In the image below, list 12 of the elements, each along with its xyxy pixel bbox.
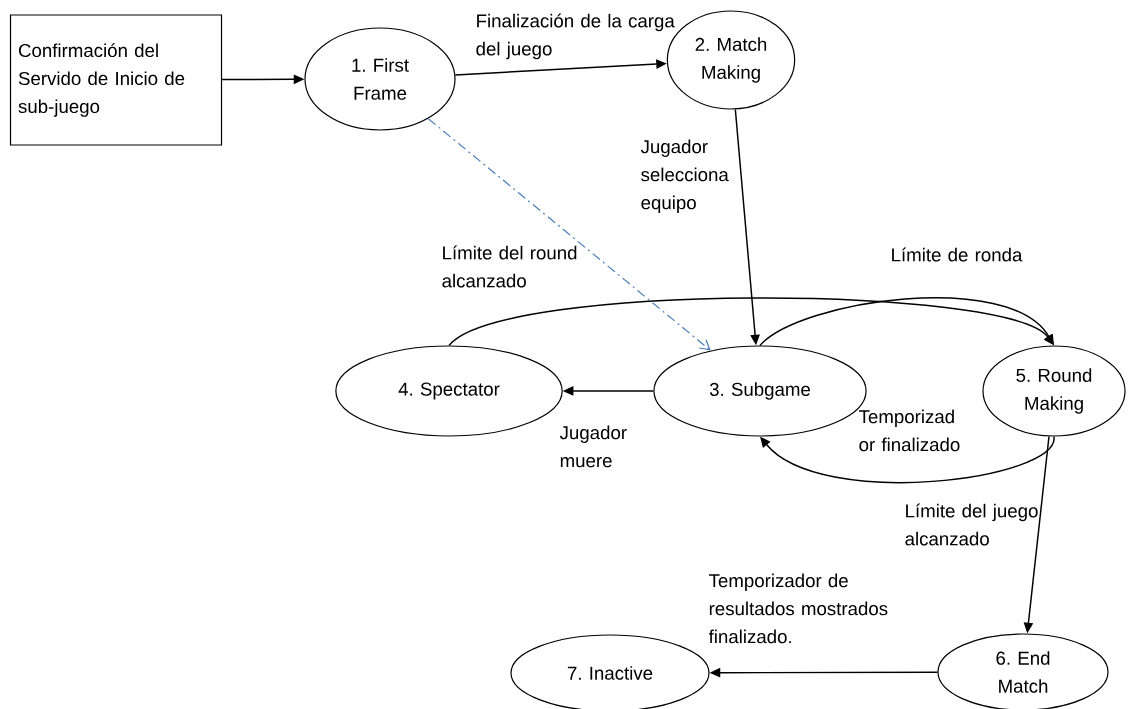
arrow <box>448 297 1054 347</box>
edge-label: Límite del juego alcanzado <box>905 503 1038 546</box>
edge-label: Límite del round alcanzado <box>442 245 577 288</box>
edge-label: Temporizador de resultados mostrados finalizado. <box>708 573 888 644</box>
edge-label: Jugador selecciona equipo <box>640 139 729 213</box>
edge-label: Temporizad or finalizado <box>859 409 960 452</box>
edge-label: Límite de ronda <box>892 247 1023 262</box>
arrow <box>759 297 1054 347</box>
arrow <box>760 435 1055 484</box>
edge-label: Finalización de la carga del juego <box>476 13 675 60</box>
process-box: Confirmación del Servido de Inicio de sub-juego <box>9 14 223 146</box>
arrow <box>427 118 711 351</box>
